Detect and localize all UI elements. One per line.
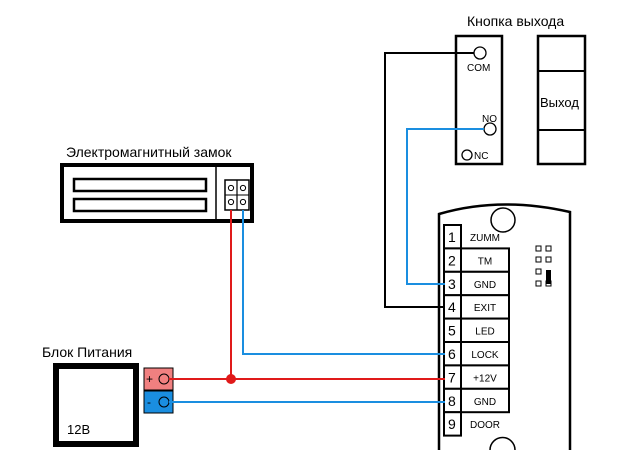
wire-com-exit	[384, 52, 474, 308]
terminal-3: 3 GND	[443, 270, 510, 297]
terminal-number: 8	[448, 393, 456, 409]
mount-hole-bottom-icon	[489, 436, 516, 450]
terminal-5: 5 LED	[443, 317, 510, 344]
terminal-number: 5	[448, 323, 456, 339]
com-label: COM	[467, 63, 490, 74]
terminal-6: 6 LOCK	[443, 341, 510, 367]
terminal-label: GND	[474, 280, 496, 291]
power-supply: 12В + -	[53, 363, 174, 447]
terminal-4: 4 EXIT	[443, 294, 510, 320]
power-supply-title: Блок Питания	[42, 344, 132, 360]
com-contact-icon	[473, 46, 487, 60]
terminal-label: LED	[475, 327, 494, 338]
terminal-number: 2	[448, 252, 456, 268]
terminal-label: +12V	[473, 373, 497, 384]
exit-button-switch: COM NO NC	[454, 34, 504, 166]
jumper-block-icon	[535, 245, 552, 287]
terminal-1: 1 ZUMM	[443, 224, 500, 250]
no-contact-icon	[483, 122, 497, 136]
terminal-number: 9	[448, 416, 456, 432]
terminal-number: 1	[448, 229, 456, 245]
terminal-8: 8 GND	[443, 387, 510, 414]
terminal-number: 3	[448, 276, 456, 292]
terminal-9: 9 DOOR	[443, 411, 500, 437]
terminal-label: GND	[474, 397, 496, 408]
power-supply-voltage: 12В	[67, 422, 90, 437]
wire-no-gnd	[406, 128, 484, 285]
terminal-number: 4	[448, 299, 456, 315]
terminal-label: EXIT	[474, 303, 496, 314]
lock-title: Электромагнитный замок	[66, 144, 232, 160]
terminal-label: LOCK	[471, 350, 499, 361]
minus-sign: -	[147, 395, 151, 409]
terminal-number: 7	[448, 369, 456, 385]
nc-label: NC	[474, 151, 488, 162]
terminal-label: ZUMM	[470, 233, 500, 244]
terminal-7: 7 +12V	[443, 364, 510, 390]
junction-dot-icon	[226, 374, 236, 384]
no-label: NO	[482, 114, 497, 125]
terminal-2: 2 TM	[443, 247, 510, 273]
exit-button-title: Кнопка выхода	[467, 13, 564, 29]
exit-button-face-label: Выход	[540, 95, 579, 110]
electromagnetic-lock	[60, 163, 254, 223]
wire-lock-minus	[242, 210, 445, 355]
terminal-number: 6	[448, 346, 456, 362]
mount-hole-icon	[490, 207, 516, 233]
lock-terminal-block	[224, 179, 250, 211]
exit-button-face: Выход	[536, 34, 587, 166]
plus-sign: +	[146, 372, 153, 386]
terminal-label: TM	[478, 256, 492, 267]
nc-contact-icon	[461, 149, 473, 161]
terminal-label: DOOR	[470, 420, 500, 431]
